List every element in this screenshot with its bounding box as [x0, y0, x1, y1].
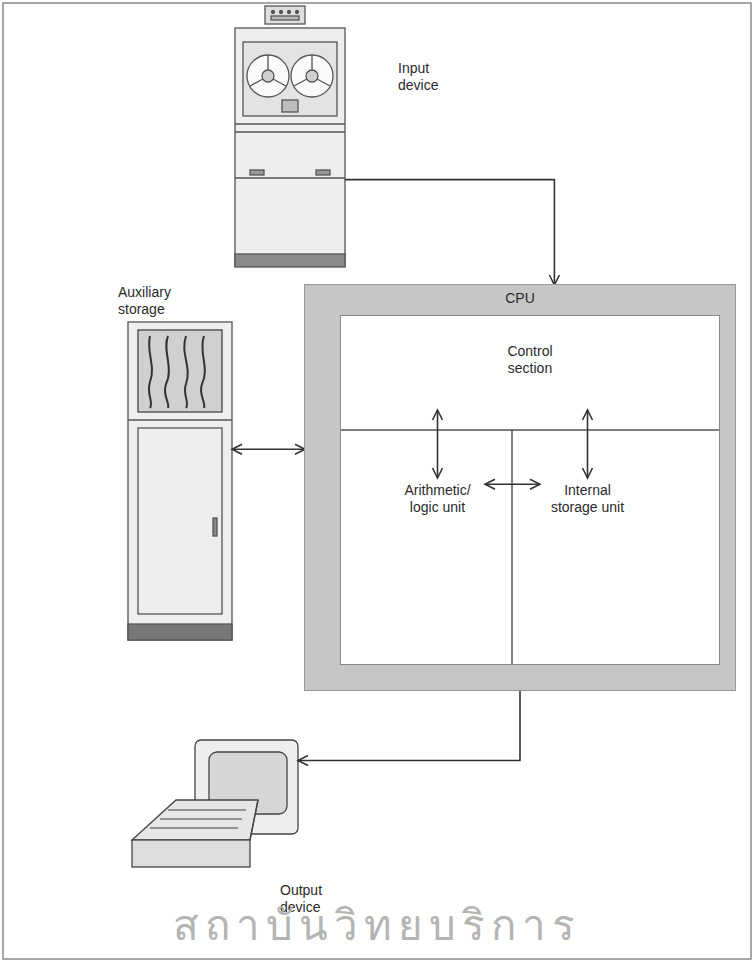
flow-arrow	[587, 410, 589, 478]
cpu-box-label: CPU	[305, 290, 735, 307]
watermark: สถาบันวิทยบริการ	[0, 902, 754, 950]
flow-arrow	[485, 483, 540, 485]
control-section: Control section	[340, 315, 720, 410]
tape-drive-drawing	[235, 6, 345, 267]
input-device-label: Input device	[398, 60, 458, 94]
auxiliary-storage: Auxiliary storage	[128, 322, 232, 640]
auxiliary-storage-label: Auxiliary storage	[118, 284, 190, 318]
cpu-divider-lines	[340, 430, 720, 665]
flow-arrow	[437, 410, 439, 478]
page-frame	[3, 3, 751, 959]
cpu-box: CPU Control sectionArithmetic/ logic unit…	[305, 285, 735, 690]
flow-arrow	[345, 180, 554, 285]
output-device: Output device	[130, 740, 298, 868]
internal-storage-unit-label: Internal storage unit	[544, 482, 631, 516]
alu-unit-label: Arithmetic/ logic unit	[394, 482, 481, 516]
storage-cabinet-drawing	[128, 322, 232, 640]
alu-unit: Arithmetic/ logic unit	[390, 478, 485, 520]
flow-arrow	[232, 448, 305, 450]
flow-arrow	[298, 690, 520, 761]
input-device: Input device	[235, 6, 345, 267]
internal-storage-unit: Internal storage unit	[540, 478, 635, 520]
terminal-drawing	[132, 740, 298, 867]
control-section-label: Control section	[494, 315, 566, 377]
